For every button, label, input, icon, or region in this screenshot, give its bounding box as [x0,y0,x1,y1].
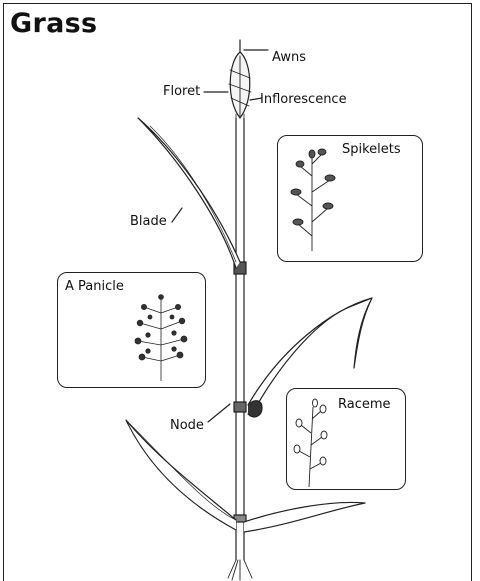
label-blade: Blade [130,214,167,229]
label-awns: Awns [272,50,306,65]
spikelets-illustration [278,136,424,263]
label-node: Node [170,418,204,433]
panicle-illustration [58,273,207,389]
label-inflorescence: Inflorescence [260,92,347,107]
inset-spikelets: Spikelets [277,135,423,262]
raceme-illustration [287,389,407,491]
label-floret: Floret [163,84,200,99]
inset-raceme: Raceme [286,388,406,490]
inset-panicle: A Panicle [57,272,206,388]
